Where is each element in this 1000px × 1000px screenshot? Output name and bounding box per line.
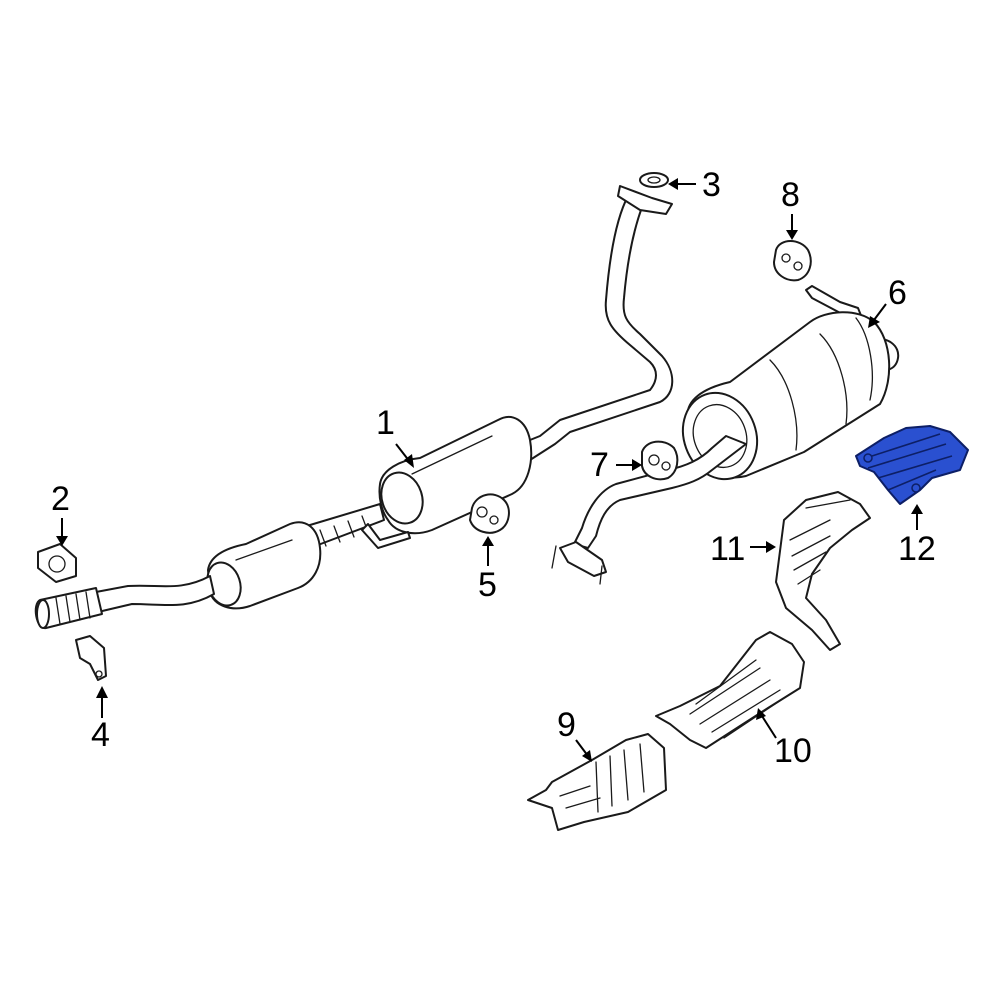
hanger-insulator-5[interactable]: [469, 493, 510, 534]
muffler-assembly[interactable]: [551, 285, 900, 585]
callout-5: 5: [478, 566, 497, 604]
callout-7: 7: [590, 446, 609, 484]
callout-11: 11: [710, 530, 745, 568]
callout-labels: 1 2 3 4 5 6 7 8 9 10 11 12: [51, 166, 936, 770]
callout-10: 10: [774, 732, 812, 770]
heat-shield-rear[interactable]: [775, 491, 871, 651]
front-pipe-assembly[interactable]: [34, 185, 674, 629]
hanger-insulator-7[interactable]: [641, 440, 679, 481]
heat-shield-muffler-highlighted[interactable]: [855, 425, 969, 505]
leader-lines: [56, 178, 923, 762]
heat-shield-front[interactable]: [527, 733, 667, 831]
callout-2: 2: [51, 480, 70, 518]
callout-12: 12: [898, 530, 936, 568]
hanger-insulator-8[interactable]: [773, 240, 812, 282]
callout-8: 8: [781, 176, 800, 214]
callout-6: 6: [888, 274, 907, 312]
callout-4: 4: [91, 716, 110, 754]
callout-9: 9: [557, 706, 576, 744]
gasket[interactable]: [37, 543, 77, 583]
callout-1: 1: [376, 404, 395, 442]
flange-gasket[interactable]: [639, 172, 669, 188]
callout-3: 3: [702, 166, 721, 204]
bracket[interactable]: [75, 635, 107, 681]
heat-shield-center[interactable]: [655, 631, 805, 749]
